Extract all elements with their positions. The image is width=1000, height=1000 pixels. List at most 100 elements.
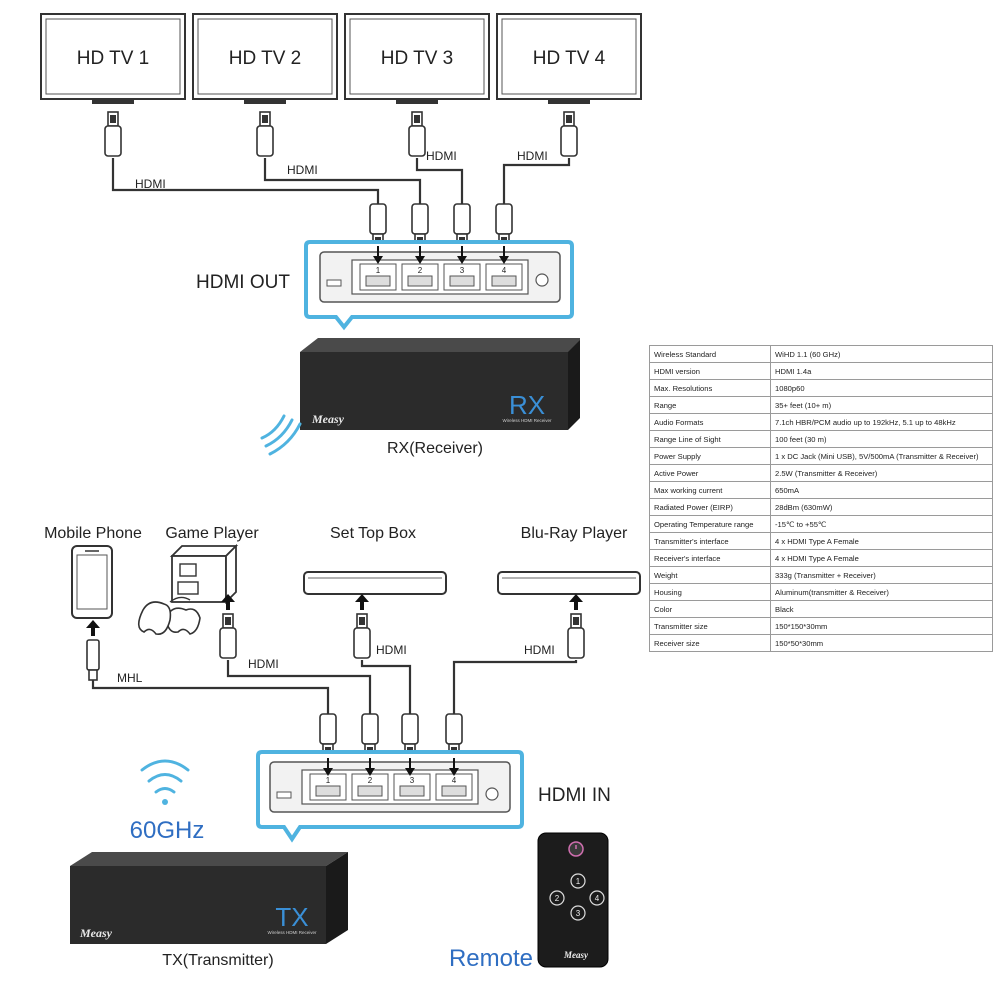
spec-value: -15℃ to +55℃ <box>770 515 993 533</box>
source-arrows <box>86 594 583 636</box>
tv-3-label: HD TV 3 <box>381 48 454 69</box>
remote-control: 1 2 3 4 Measy <box>537 832 609 968</box>
spec-value: 2.5W (Transmitter & Receiver) <box>770 464 993 482</box>
top-hdmi-cables <box>104 111 578 249</box>
spec-value: Black <box>770 600 993 618</box>
spec-value: 4 x HDMI Type A Female <box>770 532 993 550</box>
spec-key: Color <box>649 600 771 618</box>
source-label-stb: Set Top Box <box>330 525 416 542</box>
spec-key: Operating Temperature range <box>649 515 771 533</box>
spec-value: Aluminum(transmitter & Receiver) <box>770 583 993 601</box>
spec-key: Transmitter's interface <box>649 532 771 550</box>
hdmi-out-label: HDMI OUT <box>196 272 290 293</box>
source-label-bluray: Blu-Ray Player <box>521 525 628 542</box>
cable-label-stb: HDMI <box>376 643 407 657</box>
cable-label-tv2: HDMI <box>287 163 318 177</box>
mobile-phone-icon <box>71 545 113 619</box>
remote-label: Remote <box>449 945 533 972</box>
remote-button-1 <box>570 873 586 889</box>
spec-row: Operating Temperature range-15℃ to +55℃ <box>649 515 993 533</box>
out-port-3: 3 <box>460 266 465 275</box>
spec-value: WiHD 1.1 (60 GHz) <box>770 345 993 363</box>
remote-button-2 <box>549 890 565 906</box>
spec-value: HDMI 1.4a <box>770 362 993 380</box>
rx-brand: Measy <box>311 412 345 426</box>
cable-label-tv4: HDMI <box>517 149 548 163</box>
bottom-cables <box>86 613 585 759</box>
source-label-game: Game Player <box>165 525 259 542</box>
remote-btn-2-label: 2 <box>555 894 560 903</box>
spec-key: Housing <box>649 583 771 601</box>
tv-3: HD TV 3 <box>344 13 490 104</box>
spec-value: 1080p60 <box>770 379 993 397</box>
hdmi-out-panel <box>304 240 574 331</box>
game-console-icon <box>137 543 239 636</box>
spec-key: Power Supply <box>649 447 771 465</box>
tv-1-label: HD TV 1 <box>77 48 150 69</box>
in-port-1: 1 <box>326 776 331 785</box>
wireless-signal-icon <box>140 759 190 805</box>
spec-value: 7.1ch HBR/PCM audio up to 192kHz, 5.1 up… <box>770 413 993 431</box>
set-top-box-icon <box>303 571 447 595</box>
spec-key: Max. Resolutions <box>649 379 771 397</box>
spec-key: Active Power <box>649 464 771 482</box>
spec-key: Audio Formats <box>649 413 771 431</box>
in-port-4: 4 <box>452 776 457 785</box>
out-port-2: 2 <box>418 266 423 275</box>
rx-code: RX <box>509 390 545 420</box>
tv-4-label: HD TV 4 <box>533 48 606 69</box>
spec-key: Max working current <box>649 481 771 499</box>
spec-key: Radiated Power (EIRP) <box>649 498 771 516</box>
tx-caption: TX(Transmitter) <box>162 952 273 969</box>
rx-wireless-icon <box>260 414 302 456</box>
spec-value: 333g (Transmitter + Receiver) <box>770 566 993 584</box>
rx-caption: RX(Receiver) <box>387 440 483 457</box>
in-port-2: 2 <box>368 776 373 785</box>
remote-btn-1-label: 1 <box>576 877 581 886</box>
hdmi-in-panel <box>256 750 524 843</box>
spec-key: Receiver size <box>649 634 771 652</box>
tv-1: HD TV 1 <box>40 13 186 104</box>
spec-key: Range <box>649 396 771 414</box>
spec-row: Radiated Power (EIRP)28dBm (630mW) <box>649 498 993 516</box>
remote-button-4 <box>589 890 605 906</box>
tx-code: TX <box>275 902 308 932</box>
rx-device: Measy RX Wireless HDMI Receiver <box>300 338 580 430</box>
spec-key: Receiver's interface <box>649 549 771 567</box>
source-label-mobile: Mobile Phone <box>44 525 142 542</box>
spec-value: 650mA <box>770 481 993 499</box>
tx-device: Measy TX Wireless HDMI Receiver <box>70 852 348 944</box>
tx-brand: Measy <box>79 926 113 940</box>
tv-2: HD TV 2 <box>192 13 338 104</box>
spec-value: 1 x DC Jack (Mini USB), 5V/500mA (Transm… <box>770 447 993 465</box>
cable-label-bluray: HDMI <box>524 643 555 657</box>
spec-value: 35+ feet (10+ m) <box>770 396 993 414</box>
tx-subtitle: Wireless HDMI Receiver <box>267 930 317 935</box>
in-port-3: 3 <box>410 776 415 785</box>
spec-key: HDMI version <box>649 362 771 380</box>
remote-button-3 <box>570 905 586 921</box>
hdmi-in-label: HDMI IN <box>538 785 611 806</box>
remote-btn-3-label: 3 <box>576 909 581 918</box>
out-port-4: 4 <box>502 266 507 275</box>
spec-key: Weight <box>649 566 771 584</box>
spec-key: Wireless Standard <box>649 345 771 363</box>
frequency-label: 60GHz <box>130 817 205 844</box>
bluray-player-icon <box>497 571 641 595</box>
cable-label-tv1: HDMI <box>135 177 166 191</box>
rx-subtitle: Wireless HDMI Receiver <box>502 418 552 423</box>
tv-4: HD TV 4 <box>496 13 642 104</box>
out-port-1: 1 <box>376 266 381 275</box>
